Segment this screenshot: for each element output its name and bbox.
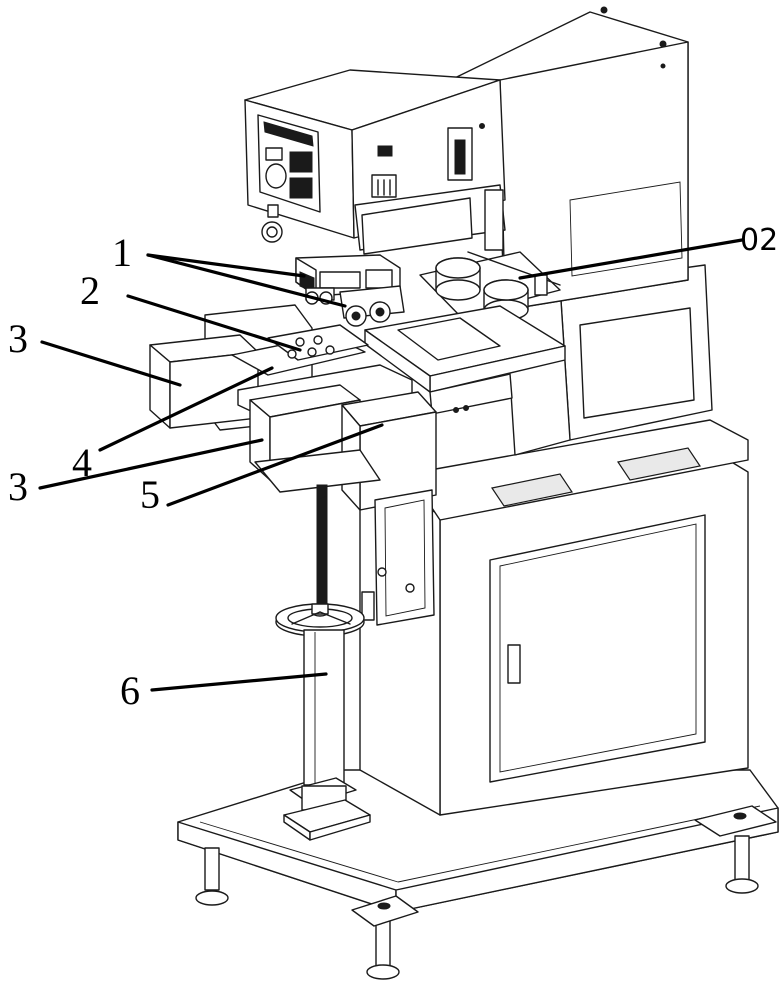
label-part-02: 02 [740, 223, 778, 258]
label-part-1: 1 [112, 230, 132, 275]
leader-1b [146, 253, 347, 308]
leader-02 [518, 238, 744, 280]
label-part-2: 2 [80, 268, 100, 313]
leader-3-lower [38, 438, 264, 490]
label-part-4: 4 [72, 440, 92, 485]
leader-lines [38, 238, 744, 692]
ink-plate-table [364, 305, 566, 415]
vertical-slide [361, 489, 435, 626]
leader-1a [146, 253, 306, 278]
upper-head-housing [244, 6, 689, 311]
part-labels: 1 02 2 3 4 3 5 6 [8, 223, 778, 713]
leader-6 [150, 672, 328, 692]
label-part-5: 5 [140, 472, 160, 517]
lift-column [275, 484, 371, 841]
leader-4 [98, 366, 274, 452]
leveling-feet [195, 805, 777, 980]
label-part-3-upper: 3 [8, 316, 28, 361]
leader-3-upper [40, 340, 182, 387]
leader-2 [126, 294, 302, 352]
work-table [149, 304, 437, 511]
label-part-6: 6 [120, 668, 140, 713]
leader-5 [166, 423, 384, 507]
lower-cabinet [359, 419, 749, 816]
pad-heads [295, 254, 405, 327]
label-part-3-lower: 3 [8, 464, 28, 509]
ink-cups [419, 251, 561, 321]
